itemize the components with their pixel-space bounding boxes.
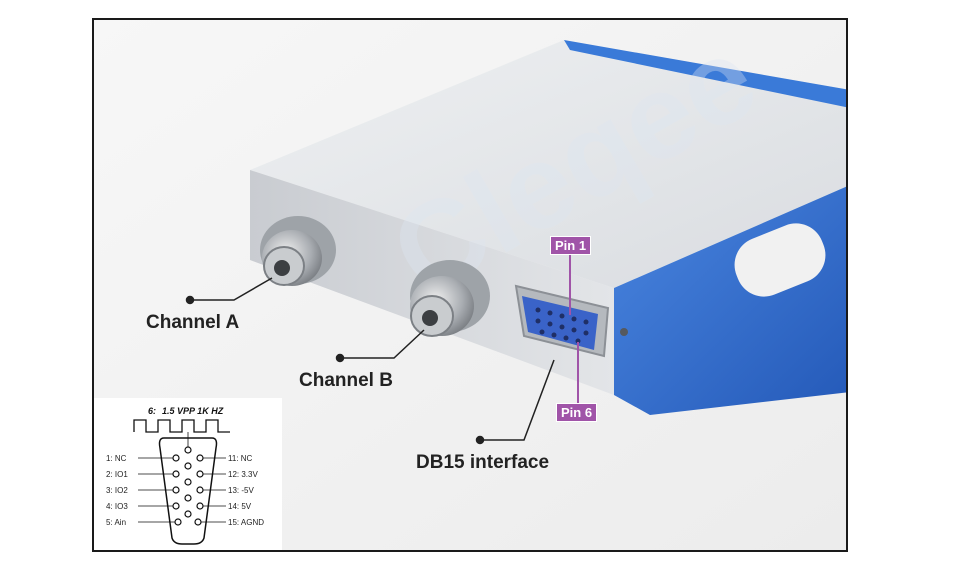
right-pin-13: 13: -5V bbox=[228, 486, 254, 495]
right-pin-11: 11: NC bbox=[228, 454, 253, 463]
square-wave-icon bbox=[133, 419, 230, 433]
oscilloscope-device-photo: Cleqee bbox=[94, 20, 846, 550]
bnc-connector-b bbox=[410, 260, 490, 337]
device-top-face bbox=[250, 40, 846, 288]
pinout-drawing bbox=[133, 419, 230, 545]
channel-b-label: Channel B bbox=[299, 370, 393, 391]
left-pin-3: 3: IO2 bbox=[106, 486, 128, 495]
pin1-tag: Pin 1 bbox=[550, 236, 592, 255]
wave-pin-number: 6: bbox=[148, 406, 157, 416]
left-pin-5: 5: Ain bbox=[106, 518, 127, 527]
channel-a-label: Channel A bbox=[146, 312, 240, 333]
db15-pinout-diagram: 6: 1.5 VPP 1K HZ 1: NC 2: IO1 3: IO2 4: … bbox=[94, 398, 282, 550]
db15-interface-label: DB15 interface bbox=[416, 452, 550, 473]
left-pin-2: 2: IO1 bbox=[106, 470, 128, 479]
wave-spec-text: 1.5 VPP 1K HZ bbox=[162, 406, 224, 416]
left-pin-1: 1: NC bbox=[106, 454, 127, 463]
right-pin-15: 15: AGND bbox=[228, 518, 265, 527]
db15-outline-icon bbox=[158, 437, 218, 545]
left-pin-4: 4: IO3 bbox=[106, 502, 128, 511]
right-pin-14: 14: 5V bbox=[228, 502, 252, 511]
db15-connector bbox=[514, 284, 610, 358]
bnc-connector-a bbox=[260, 216, 336, 286]
right-pin-12: 12: 3.3V bbox=[228, 470, 258, 479]
handle-slot bbox=[734, 223, 826, 297]
product-photo-frame: Cleqee bbox=[92, 18, 848, 552]
pin6-tag: Pin 6 bbox=[556, 403, 598, 422]
